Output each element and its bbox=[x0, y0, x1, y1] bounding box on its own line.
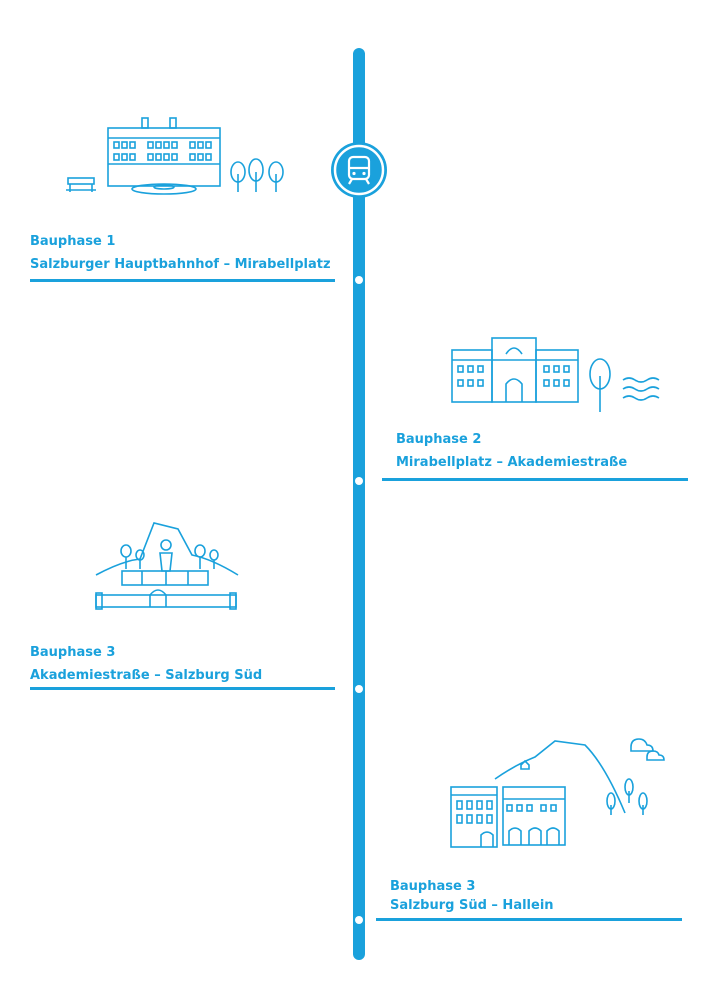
main-station-building-icon bbox=[60, 110, 300, 200]
phase-1-label: Bauphase 1 Salzburger Hauptbahnhof – Mir… bbox=[30, 233, 335, 282]
phase-4-label: Bauphase 3 Salzburg Süd – Hallein bbox=[376, 878, 682, 921]
phase-route: Mirabellplatz – Akademiestraße bbox=[396, 455, 628, 470]
timeline-node bbox=[355, 916, 363, 924]
phase-heading: Bauphase 3 bbox=[390, 879, 476, 894]
timeline-node bbox=[355, 276, 363, 284]
phase-underline bbox=[382, 478, 688, 481]
phase-heading: Bauphase 1 bbox=[30, 234, 116, 249]
timeline-node bbox=[355, 685, 363, 693]
mirabell-palace-river-icon bbox=[448, 332, 663, 417]
phase-underline bbox=[30, 687, 335, 690]
phase-3-label: Bauphase 3 Akademiestraße – Salzburg Süd bbox=[30, 644, 335, 690]
phase-heading: Bauphase 3 bbox=[30, 645, 116, 660]
phase-2-label: Bauphase 2 Mirabellplatz – Akademiestraß… bbox=[382, 431, 688, 481]
phase-underline bbox=[376, 918, 682, 921]
old-town-hill-icon bbox=[445, 735, 675, 855]
phase-underline bbox=[30, 279, 335, 282]
phase-route: Akademiestraße – Salzburg Süd bbox=[30, 668, 263, 683]
timeline-node bbox=[355, 477, 363, 485]
phase-route: Salzburg Süd – Hallein bbox=[390, 898, 554, 913]
phase-heading: Bauphase 2 bbox=[396, 432, 482, 447]
metro-train-icon bbox=[331, 142, 387, 198]
phase-route: Salzburger Hauptbahnhof – Mirabellplatz bbox=[30, 257, 331, 272]
rock-fountain-monument-icon bbox=[92, 515, 242, 615]
